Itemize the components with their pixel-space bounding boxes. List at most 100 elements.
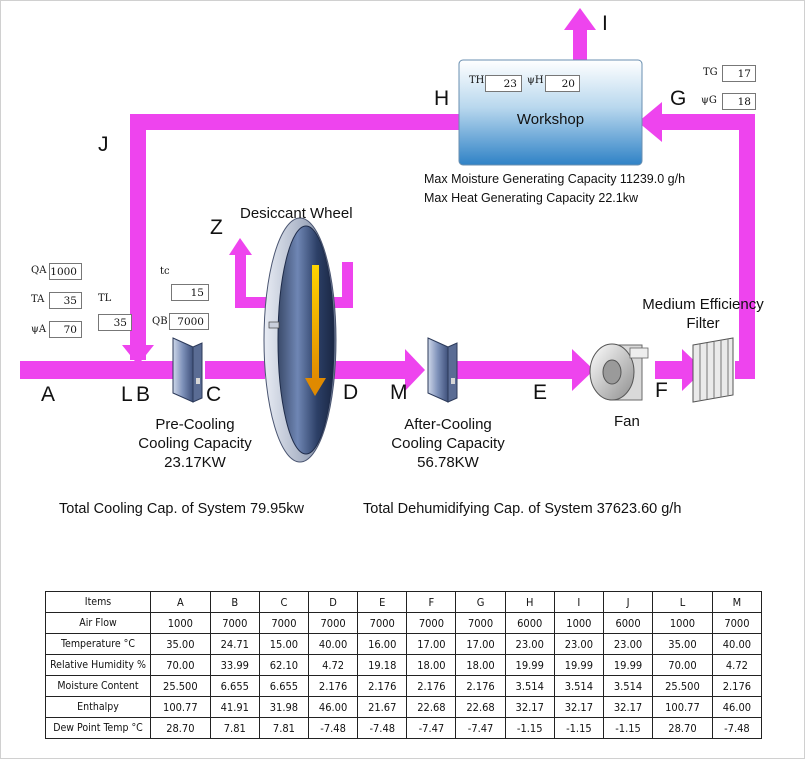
duct-d <box>333 361 408 379</box>
ta-input[interactable]: 35 <box>49 292 82 309</box>
air-ducts <box>20 8 755 391</box>
duct-z-right <box>342 262 353 307</box>
table-cell: 19.99 <box>602 654 654 676</box>
point-a-label: A <box>41 383 56 406</box>
duct-g-riser <box>739 114 755 379</box>
point-m-label: M <box>390 381 408 404</box>
point-z-label: Z <box>210 216 223 239</box>
tg-input[interactable]: 17 <box>722 65 756 82</box>
table-cell: 2.176 <box>308 675 359 697</box>
table-header-cell: E <box>357 591 408 613</box>
table-header-cell: A <box>150 591 211 613</box>
table-cell: 17.00 <box>406 633 457 655</box>
tc-input[interactable]: 15 <box>171 284 209 301</box>
fan-unit <box>589 343 649 401</box>
table-header-cell: B <box>209 591 260 613</box>
table-cell: 6000 <box>602 612 654 634</box>
table-cell: -7.47 <box>406 717 457 739</box>
table-header-cell: G <box>455 591 506 613</box>
table-cell: 22.68 <box>455 696 506 718</box>
table-cell: 33.99 <box>209 654 260 676</box>
wg-input[interactable]: 18 <box>722 93 756 110</box>
table-header-row: Items A B C D E F G H I J L M <box>45 591 763 613</box>
wg-label: ψG <box>701 95 717 106</box>
table-cell: 3.514 <box>504 675 555 697</box>
tl-input[interactable]: 35 <box>98 314 132 331</box>
th-input[interactable]: 23 <box>485 75 522 92</box>
duct-g-top <box>660 114 755 130</box>
table-cell: 28.70 <box>150 717 211 739</box>
table-cell: -7.48 <box>308 717 359 739</box>
table-cell: 35.00 <box>652 633 713 655</box>
table-cell: 70.00 <box>150 654 211 676</box>
table-cell: 40.00 <box>308 633 359 655</box>
table-header-cell: L <box>652 591 713 613</box>
filter-label: Medium Efficiency Filter <box>628 295 778 333</box>
table-cell: 7000 <box>455 612 506 634</box>
table-cell: 19.18 <box>357 654 408 676</box>
table-cell: 7.81 <box>209 717 260 739</box>
table-cell: -7.48 <box>357 717 408 739</box>
table-cell: 15.00 <box>258 633 310 655</box>
duct-i-exhaust <box>573 28 587 64</box>
table-cell: 2.176 <box>406 675 457 697</box>
after-cooling-capacity-label: Cooling Capacity <box>391 435 505 452</box>
table-cell: 28.70 <box>652 717 713 739</box>
table-cell: 4.72 <box>711 654 763 676</box>
medium-efficiency-filter <box>692 337 734 403</box>
table-row-label: Air Flow <box>45 612 151 634</box>
table-cell: 22.68 <box>406 696 457 718</box>
total-cooling-text: Total Cooling Cap. of System 79.95kw <box>59 501 305 517</box>
table-cell: 23.00 <box>504 633 555 655</box>
table-cell: 7000 <box>711 612 763 634</box>
desiccant-wheel-label: Desiccant Wheel <box>240 205 353 222</box>
table-cell: 25.500 <box>652 675 713 697</box>
workshop-title: Workshop <box>516 111 585 128</box>
point-e-label: E <box>533 381 548 404</box>
duct-c <box>205 361 265 379</box>
duct-h-top <box>130 114 460 130</box>
table-cell: 25.500 <box>150 675 211 697</box>
tl-label: TL <box>98 293 112 304</box>
table-cell: 6.655 <box>209 675 260 697</box>
qb-input[interactable]: 7000 <box>169 313 209 330</box>
after-cooling-coil <box>427 337 458 403</box>
table-cell: -7.47 <box>455 717 506 739</box>
table-cell: 70.00 <box>652 654 713 676</box>
total-dehumidifying-text: Total Dehumidifying Cap. of System 37623… <box>363 501 682 517</box>
point-l-label: L <box>121 383 133 406</box>
qb-label: QB <box>152 316 168 327</box>
table-cell: 2.176 <box>711 675 763 697</box>
table-cell: 6.655 <box>258 675 310 697</box>
point-j-label: J <box>98 133 109 156</box>
table-header-cell: I <box>553 591 604 613</box>
qa-input[interactable]: 1000 <box>49 263 82 280</box>
filter-label-line2: Filter <box>686 315 720 332</box>
table-cell: 4.72 <box>308 654 359 676</box>
wh-input[interactable]: 20 <box>545 75 580 92</box>
after-cooling-label: After-Cooling Cooling Capacity 56.78KW <box>373 415 523 472</box>
wa-input[interactable]: 70 <box>49 321 82 338</box>
table-cell: 7.81 <box>258 717 310 739</box>
pre-cooling-capacity-value: 23.17KW <box>164 454 226 471</box>
qa-label: QA <box>31 265 47 276</box>
table-cell: -7.48 <box>711 717 763 739</box>
point-i-label: I <box>602 12 608 35</box>
duct-j-return <box>130 114 146 360</box>
duct-e <box>455 361 575 379</box>
table-cell: 24.71 <box>209 633 260 655</box>
point-b-label: B <box>136 383 151 406</box>
point-c-label: C <box>206 383 222 406</box>
table-cell: 32.17 <box>504 696 555 718</box>
point-g-label: G <box>670 87 687 110</box>
pre-cooling-coil <box>172 337 203 403</box>
table-cell: 2.176 <box>455 675 506 697</box>
arrow-into-m <box>405 349 425 391</box>
table-cell: 7000 <box>258 612 310 634</box>
table-cell: 32.17 <box>553 696 604 718</box>
duct-f <box>655 361 685 379</box>
